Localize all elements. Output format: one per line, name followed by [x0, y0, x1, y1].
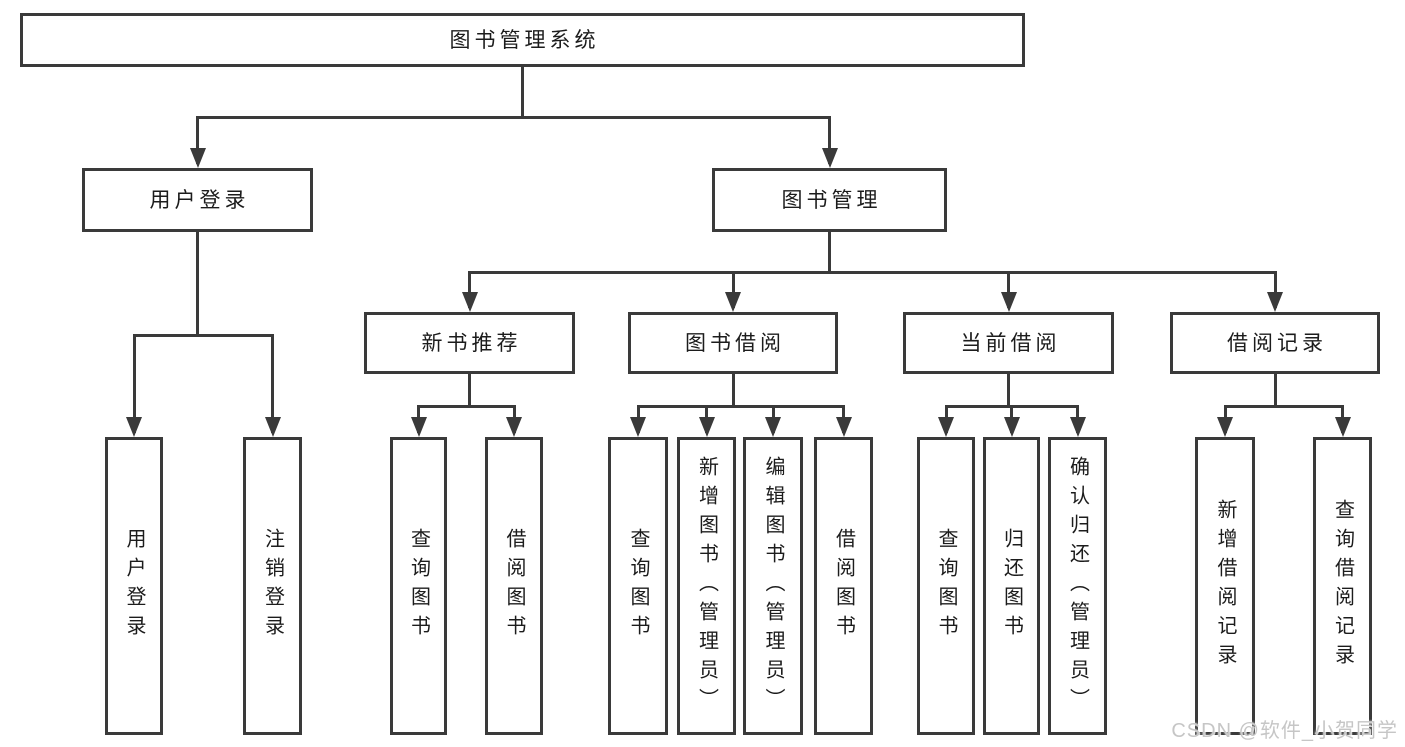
connector-line — [196, 117, 199, 164]
arrow-down-icon — [938, 417, 954, 437]
arrow-down-icon — [410, 417, 427, 437]
arrow-down-icon — [461, 292, 478, 312]
node-user-login: 用户登录 — [82, 168, 313, 232]
connector-line — [132, 333, 274, 337]
connector-line — [828, 230, 831, 274]
arrow-down-icon — [630, 417, 646, 437]
connector-line — [417, 404, 516, 408]
node-book-mgmt: 图书管理 — [712, 168, 947, 232]
node-cb-return: 归还图书 — [983, 437, 1040, 735]
arrow-down-icon — [189, 148, 206, 168]
node-br-query: 查询借阅记录 — [1313, 437, 1372, 735]
node-cb-query: 查询图书 — [917, 437, 975, 735]
connector-line — [828, 117, 831, 164]
node-bb-add: 新增图书（管理员） — [677, 437, 736, 735]
node-nb-query: 查询图书 — [390, 437, 447, 735]
node-bb-borrow: 借阅图书 — [814, 437, 873, 735]
arrow-down-icon — [1217, 417, 1233, 437]
arrow-down-icon — [821, 148, 838, 168]
arrow-down-icon — [765, 417, 781, 437]
node-login: 用户登录 — [105, 437, 163, 735]
node-bb-edit: 编辑图书（管理员） — [743, 437, 803, 735]
connector-line — [468, 372, 471, 408]
connector-line — [1273, 272, 1277, 308]
connector-line — [196, 230, 199, 337]
node-book-borrow: 图书借阅 — [628, 312, 838, 374]
connector-line — [132, 335, 136, 433]
connector-line — [731, 272, 735, 308]
node-nb-borrow: 借阅图书 — [485, 437, 543, 735]
arrow-down-icon — [126, 417, 142, 437]
arrow-down-icon — [698, 417, 715, 437]
connector-line — [1007, 372, 1010, 408]
arrow-down-icon — [506, 417, 522, 437]
arrow-down-icon — [1334, 417, 1351, 437]
arrow-down-icon — [725, 292, 741, 312]
connector-line — [271, 335, 274, 433]
node-borrow-record: 借阅记录 — [1170, 312, 1380, 374]
node-bb-query: 查询图书 — [608, 437, 668, 735]
node-cb-confirm: 确认归还（管理员） — [1048, 437, 1107, 735]
node-br-add: 新增借阅记录 — [1195, 437, 1255, 735]
connector-line — [521, 65, 524, 119]
node-logout: 注销登录 — [243, 437, 302, 735]
connector-line — [636, 404, 845, 408]
connector-line — [1007, 272, 1010, 308]
node-root: 图书管理系统 — [20, 13, 1025, 67]
arrow-down-icon — [1000, 292, 1017, 312]
arrow-down-icon — [1069, 417, 1086, 437]
node-new-book-rec: 新书推荐 — [364, 312, 575, 374]
connector-line — [1223, 404, 1344, 408]
arrow-down-icon — [835, 417, 852, 437]
connector-line — [196, 115, 831, 119]
csdn-watermark: CSDN @软件_小贺同学 — [1171, 720, 1398, 742]
node-current-borrow: 当前借阅 — [903, 312, 1114, 374]
arrow-down-icon — [1267, 292, 1283, 312]
connector-line — [731, 372, 735, 408]
connector-line — [468, 272, 471, 308]
connector-line — [1273, 372, 1277, 408]
connector-line — [468, 270, 1277, 274]
arrow-down-icon — [1003, 417, 1020, 437]
arrow-down-icon — [264, 417, 281, 437]
